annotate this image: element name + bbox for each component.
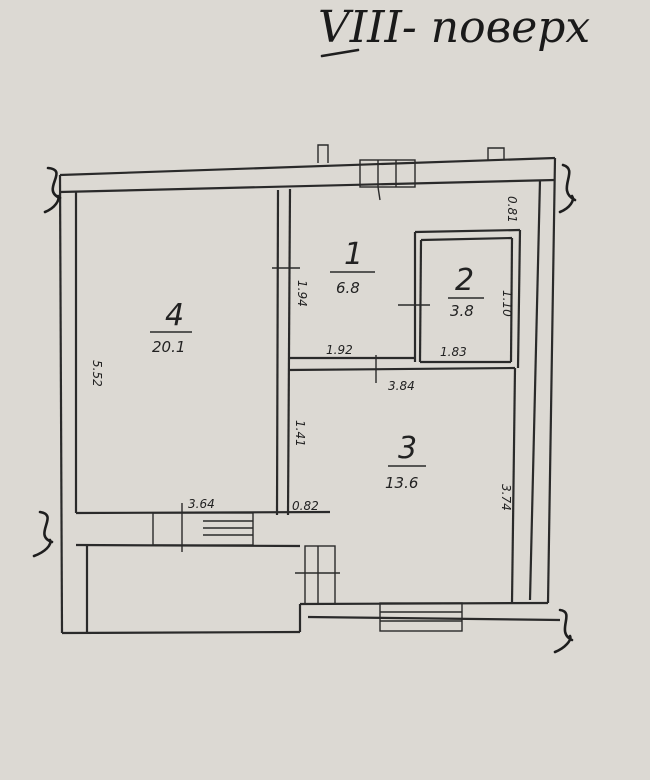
dim-room2-top: 0.81 bbox=[505, 196, 519, 223]
room-3-label: 3 13.6 bbox=[385, 431, 426, 492]
dim-room3-left: 1.41 bbox=[293, 420, 307, 447]
break-marks bbox=[32, 163, 577, 654]
dim-room1-height: 1.94 bbox=[295, 280, 309, 307]
room-1-label: 1 6.8 bbox=[330, 237, 375, 297]
window-top bbox=[317, 144, 505, 201]
floor-header-text: VIII- поверх bbox=[318, 2, 590, 53]
interior-walls bbox=[275, 188, 522, 604]
dim-room4-width: 3.64 bbox=[188, 497, 215, 511]
floor-header: VIII- поверх bbox=[318, 2, 590, 58]
room-2-area: 3.8 bbox=[450, 302, 474, 320]
room-4-area: 20.1 bbox=[152, 338, 185, 356]
dim-room3-top-width: 3.84 bbox=[388, 379, 415, 393]
room-4-label: 4 20.1 bbox=[150, 298, 192, 356]
dim-room3-height: 3.74 bbox=[499, 484, 513, 511]
room-4-number: 4 bbox=[165, 298, 184, 333]
dim-room1-width: 1.92 bbox=[326, 343, 353, 357]
dim-room4-height: 5.52 bbox=[90, 360, 104, 387]
room-2-label: 2 3.8 bbox=[448, 263, 484, 320]
doors-windows bbox=[152, 267, 463, 632]
dimension-labels: 5.52 3.64 1.94 1.92 0.81 1.10 1.83 3.8 4 … bbox=[90, 196, 519, 513]
room-2-number: 2 bbox=[455, 263, 474, 298]
room-1-area: 6.8 bbox=[336, 279, 360, 297]
dim-room2-height: 1.10 bbox=[500, 290, 514, 317]
dim-partition: 0.82 bbox=[292, 499, 319, 513]
room-1-number: 1 bbox=[344, 237, 363, 272]
room-3-number: 3 bbox=[398, 431, 417, 466]
room-3-area: 13.6 bbox=[385, 474, 418, 492]
outer-walls bbox=[58, 156, 561, 635]
dim-room2-width: 1.83 bbox=[440, 345, 467, 359]
